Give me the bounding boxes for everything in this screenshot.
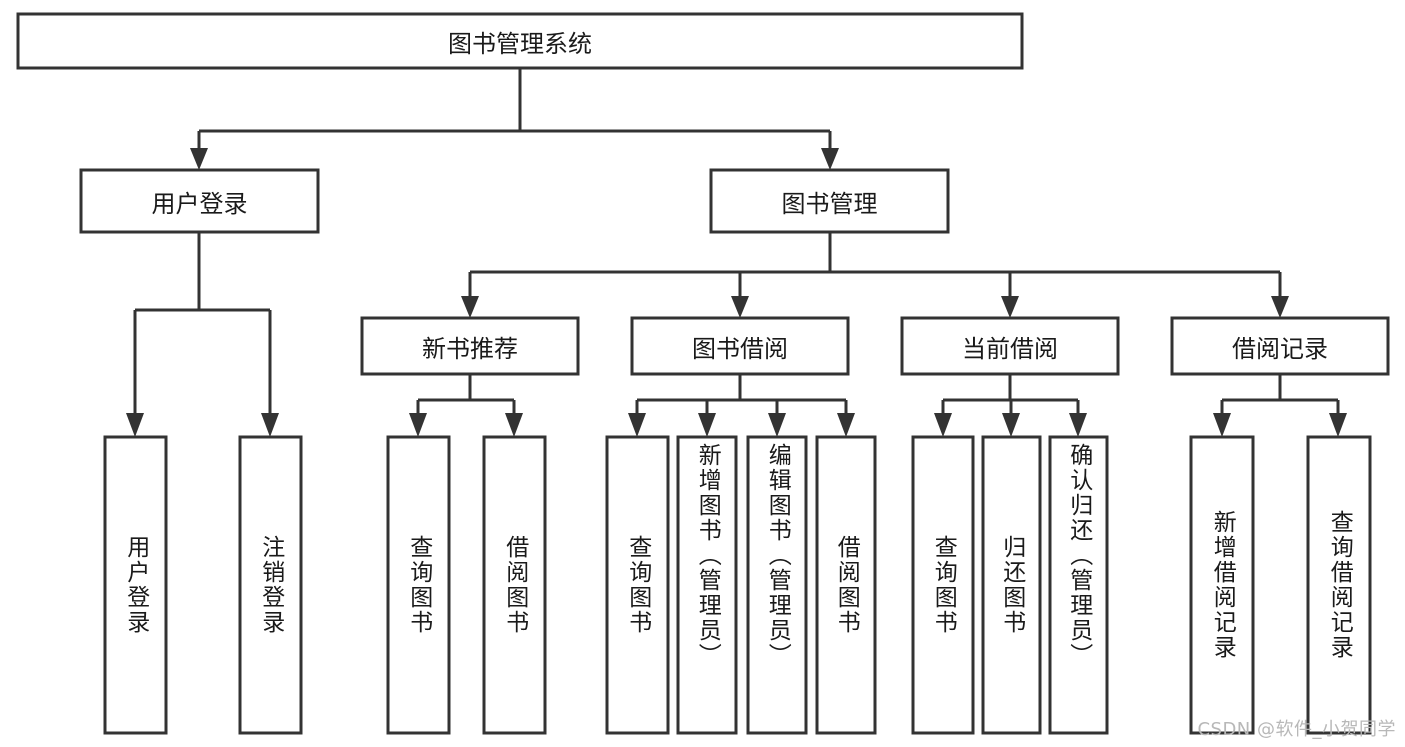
node-leaf-user-login-2[interactable] <box>238 435 303 735</box>
arrow-book-borrow-leaf4 <box>837 413 855 437</box>
node-leaf-new-book-2[interactable] <box>482 435 547 735</box>
arrow-to-current-borrow <box>1001 296 1019 318</box>
node-leaf-book-borrow-1[interactable] <box>605 435 670 735</box>
connector-layer <box>126 68 1347 437</box>
node-leaf-current-borrow-2[interactable] <box>981 435 1042 735</box>
arrow-to-book-manage <box>821 148 839 170</box>
node-leaf-current-borrow-1[interactable] <box>911 435 975 735</box>
arrow-new-book-leaf2 <box>505 413 523 437</box>
node-leaf-borrow-record-1[interactable] <box>1189 435 1255 735</box>
arrow-borrow-record-leaf2 <box>1329 413 1347 437</box>
arrow-borrow-record-leaf1 <box>1213 413 1231 437</box>
node-new-book-recommend[interactable] <box>360 316 580 376</box>
arrow-new-book-leaf1 <box>409 413 427 437</box>
node-leaf-book-borrow-2[interactable] <box>676 435 738 735</box>
node-leaf-borrow-record-2[interactable] <box>1306 435 1372 735</box>
node-layer <box>16 12 1390 735</box>
arrow-user-login-leaf2 <box>261 413 279 437</box>
arrow-book-borrow-leaf3 <box>768 413 786 437</box>
csdn-watermark: CSDN @软件_小贺同学 <box>1197 719 1396 740</box>
arrow-book-borrow-leaf1 <box>628 413 646 437</box>
node-leaf-book-borrow-3[interactable] <box>746 435 808 735</box>
node-leaf-user-login-1[interactable] <box>103 435 168 735</box>
node-borrow-record[interactable] <box>1170 316 1390 376</box>
arrow-to-user-login <box>190 148 208 170</box>
arrow-current-borrow-leaf2 <box>1002 413 1020 437</box>
arrow-current-borrow-leaf1 <box>934 413 952 437</box>
arrow-to-book-borrow <box>731 296 749 318</box>
node-user-login[interactable] <box>79 168 320 234</box>
arrow-user-login-leaf1 <box>126 413 144 437</box>
node-book-borrow[interactable] <box>630 316 850 376</box>
arrow-book-borrow-leaf2 <box>698 413 716 437</box>
arrow-current-borrow-leaf3 <box>1069 413 1087 437</box>
node-current-borrow[interactable] <box>900 316 1120 376</box>
arrow-to-new-book <box>461 296 479 318</box>
node-leaf-new-book-1[interactable] <box>386 435 451 735</box>
node-root[interactable] <box>16 12 1024 70</box>
node-book-manage[interactable] <box>709 168 950 234</box>
node-leaf-current-borrow-3[interactable] <box>1048 435 1109 735</box>
node-leaf-book-borrow-4[interactable] <box>815 435 877 735</box>
arrow-to-borrow-record <box>1271 296 1289 318</box>
